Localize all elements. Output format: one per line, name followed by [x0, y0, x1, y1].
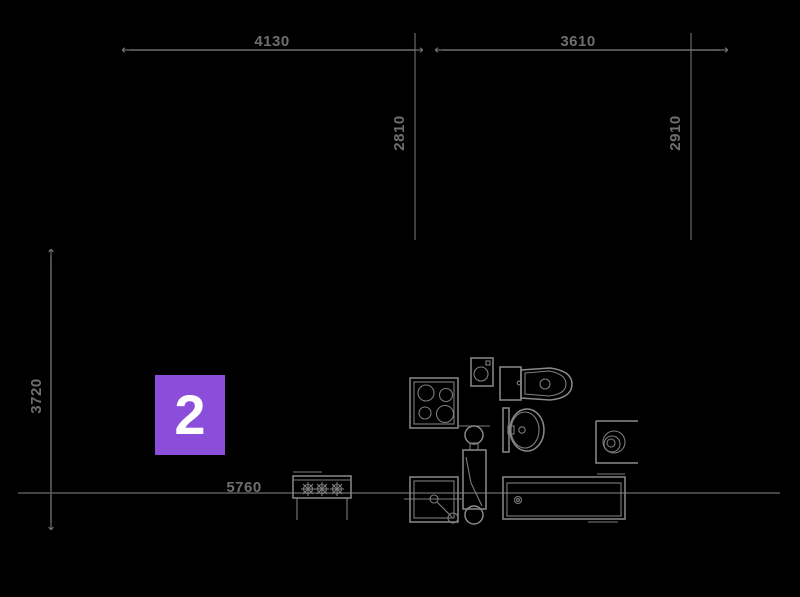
bottom-dimension-chain: 5760: [18, 479, 780, 496]
door-swing: [458, 425, 490, 525]
top-dimension-chain: 4130 3610: [130, 33, 720, 240]
bathtub: [502, 473, 626, 523]
vertical-dimension-2910: 2910: [667, 115, 684, 150]
radiator: [292, 471, 352, 520]
oval-washbasin: [502, 407, 545, 453]
kitchen-cooktop: [409, 377, 459, 429]
small-wall-basin: [470, 357, 494, 387]
room-number-badge-2[interactable]: 2: [155, 375, 225, 455]
dimension-label-2910: 2910: [667, 115, 684, 150]
dimension-label-3610: 3610: [560, 33, 595, 50]
washing-machine: [595, 420, 638, 464]
dimension-label-5760: 5760: [226, 479, 261, 496]
vertical-dimension-2810: 2810: [391, 115, 408, 150]
dimension-label-3720: 3720: [28, 378, 45, 413]
dimension-label-4130: 4130: [254, 33, 289, 50]
toilet: [499, 366, 573, 401]
room-number-label: 2: [174, 383, 206, 446]
shower-tray: [404, 476, 462, 524]
left-dimension-chain: 3720: [28, 257, 51, 522]
dimension-label-2810: 2810: [391, 115, 408, 150]
